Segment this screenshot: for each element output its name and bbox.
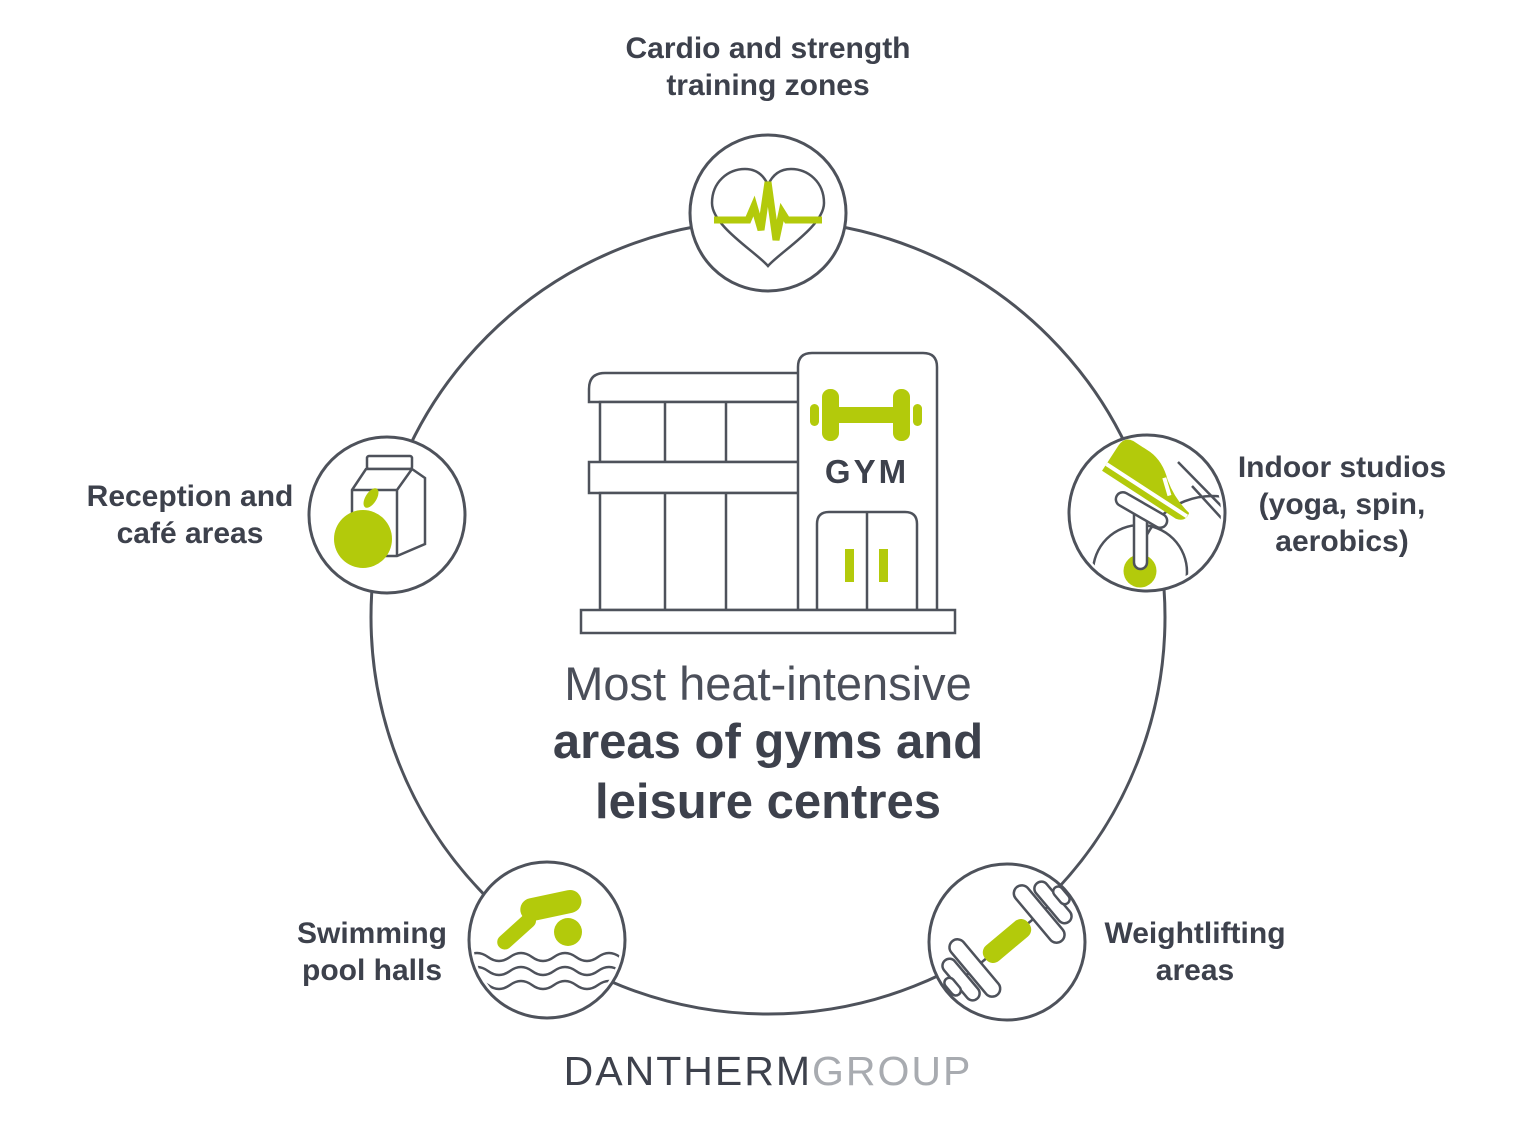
milk-carton-apple-icon	[334, 454, 427, 568]
dumbbell-icon	[941, 880, 1073, 1002]
label-indoor-studios: Indoor studios (yoga, spin, aerobics)	[1238, 449, 1446, 560]
gym-dumbbell-sign-icon	[810, 389, 922, 441]
door-handle	[845, 549, 854, 582]
dantherm-group-logo: DANTHERMGROUP	[564, 1048, 973, 1094]
title-line-bold: leisure centres	[595, 775, 941, 829]
label-line: areas	[1155, 954, 1235, 987]
apple	[334, 510, 392, 568]
logo-secondary-text: GROUP	[811, 1048, 973, 1094]
door-handle	[879, 549, 888, 582]
title-line-bold: areas of gyms and	[552, 715, 984, 769]
gym-building-illustration: GYM	[579, 351, 957, 635]
title-line-light: Most heat-intensive	[564, 657, 972, 710]
node-circle-swimming	[467, 860, 627, 1020]
label-weightlifting: Weightlifting areas	[1104, 915, 1285, 989]
label-swimming-pools: Swimming pool halls	[297, 915, 447, 989]
label-line: Reception and	[86, 480, 294, 513]
label-line: aerobics)	[1275, 525, 1409, 558]
label-reception-cafe: Reception and café areas	[87, 478, 294, 552]
heart-pulse-icon	[710, 167, 826, 268]
label-line: Weightlifting	[1104, 917, 1286, 950]
diagram-title: Most heat-intensive areas of gyms and le…	[553, 656, 983, 832]
logo-primary-text: DANTHERM	[563, 1048, 812, 1094]
label-line: pool halls	[301, 954, 443, 987]
gym-sign-text: GYM	[825, 453, 909, 490]
sport-shoe	[1102, 439, 1190, 520]
label-line: café areas	[116, 517, 264, 550]
label-line: (yoga, spin,	[1258, 488, 1426, 521]
apple-leaf	[363, 488, 379, 508]
label-cardio-strength: Cardio and strength training zones	[625, 30, 910, 104]
label-line: Indoor studios	[1237, 451, 1447, 484]
label-line: Swimming	[296, 917, 448, 950]
label-line: Cardio and strength	[625, 32, 911, 65]
label-line: training zones	[666, 69, 870, 102]
pedal-hub	[1123, 554, 1157, 588]
